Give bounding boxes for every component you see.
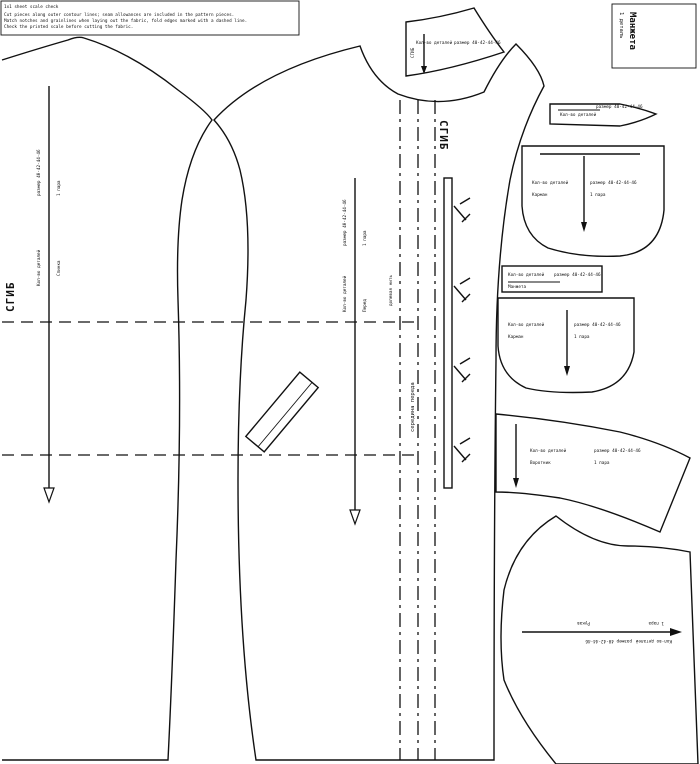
stand-size-label: размер 40-42-44-46 [596, 104, 643, 110]
sleeve-size-label: размер 40-42-44-46 [585, 638, 632, 644]
front-count-label: 1 пара [362, 230, 368, 246]
pocket-2-grainline-arrow [564, 366, 570, 376]
notes-line-2: Match notches and grainlines when laying… [4, 18, 247, 24]
front-grain-label: долевая нить [389, 275, 394, 306]
collar-qty-label: Кол-во деталей [416, 40, 453, 46]
back-piece: СГИБ Кол-во деталей размер 40-42-44-46 1… [1, 36, 213, 761]
notes-line-3: Check the printed scale before cutting t… [4, 24, 133, 30]
sleeve-qty-label: Кол-во деталей [635, 638, 672, 644]
collar-size-label: размер 40-42-44-46 [454, 40, 501, 46]
facing-size-label: размер 40-42-44-46 [594, 448, 641, 454]
sleeve-piece: размер 40-42-44-46 Кол-во деталей Рукав … [500, 515, 699, 764]
front-middle-label: середина переда [410, 382, 416, 432]
front-qty-label: Кол-во деталей [342, 275, 348, 312]
pocket-piece-2: Кол-во деталей размер 40-42-44-46 Карман… [497, 297, 635, 394]
sleeve-name-label: Рукав [577, 620, 590, 626]
facing-grainline-arrow [513, 478, 519, 488]
pocket-piece-1: Кол-во деталей размер 40-42-44-46 Карман… [521, 145, 665, 257]
pocket-1-count-label: 1 пара [590, 192, 606, 198]
pocket-2-qty-label: Кол-во деталей [508, 322, 545, 328]
back-name-label: Спинка [56, 260, 62, 276]
notes-title: 1x1 sheet scale check [4, 4, 59, 10]
back-grainline-arrow [43, 487, 55, 504]
cuff-piece: Кол-во деталей размер 40-42-44-46 Манжет… [501, 265, 603, 293]
collar-fold-label: СГИБ [410, 47, 416, 58]
back-count-label: 1 пара [56, 180, 62, 196]
facing-piece: Кол-во деталей размер 40-42-44-46 Воротн… [495, 413, 691, 533]
stand-qty-label: Кол-во деталей [560, 112, 597, 118]
pocket-1-size-label: размер 40-42-44-46 [590, 180, 637, 186]
front-name-label: Перед [362, 299, 368, 312]
back-qty-label: Кол-во деталей [36, 249, 42, 286]
buttonhole-marks [453, 197, 471, 463]
notes-line-1: Cut pieces along outer contour lines; se… [4, 12, 234, 18]
sleeve-count-label: 1 пара [648, 620, 664, 626]
facing-name-label: Воротник [530, 460, 551, 466]
back-fold-label: СГИБ [4, 282, 17, 313]
cuff-qty-label: Кол-во деталей [508, 272, 545, 278]
pocket-1-name-label: Карман [532, 192, 548, 198]
pocket-2-count-label: 1 пара [574, 334, 590, 340]
pocket-2-size-label: размер 40-42-44-46 [574, 322, 621, 328]
collar-grainline-arrow [421, 66, 427, 74]
front-piece: Кол-во деталей размер 40-42-44-46 1 пара… [212, 43, 545, 761]
pocket-1-grainline-arrow [581, 222, 587, 232]
facing-qty-label: Кол-во деталей [530, 448, 567, 454]
sleeve-grainline-arrow [670, 628, 682, 636]
label-box: Манжета 1 деталь [611, 3, 697, 69]
pocket-2-name-label: Карман [508, 334, 524, 340]
collar-piece: Кол-во деталей размер 40-42-44-46 СГИБ [405, 7, 506, 77]
pocket-flap [244, 371, 320, 453]
notes-box: 1x1 sheet scale check Cut pieces along o… [0, 0, 300, 36]
back-size-label: размер 40-42-44-46 [36, 149, 42, 196]
front-size-label: размер 40-42-44-46 [342, 199, 348, 246]
stand-piece: Кол-во деталей размер 40-42-44-46 [549, 103, 658, 127]
facing-count-label: 1 пара [594, 460, 610, 466]
cuff-size-label: размер 40-42-44-46 [554, 272, 601, 278]
front-fold-label: СГИБ [437, 120, 450, 151]
cuff-name-label: Манжета [508, 284, 527, 290]
label-box-text: Манжета [627, 12, 637, 50]
pocket-1-qty-label: Кол-во деталей [532, 180, 569, 186]
button-placket [443, 177, 453, 489]
label-box-sub: 1 деталь [618, 12, 624, 39]
front-grainline-arrow [349, 509, 361, 526]
